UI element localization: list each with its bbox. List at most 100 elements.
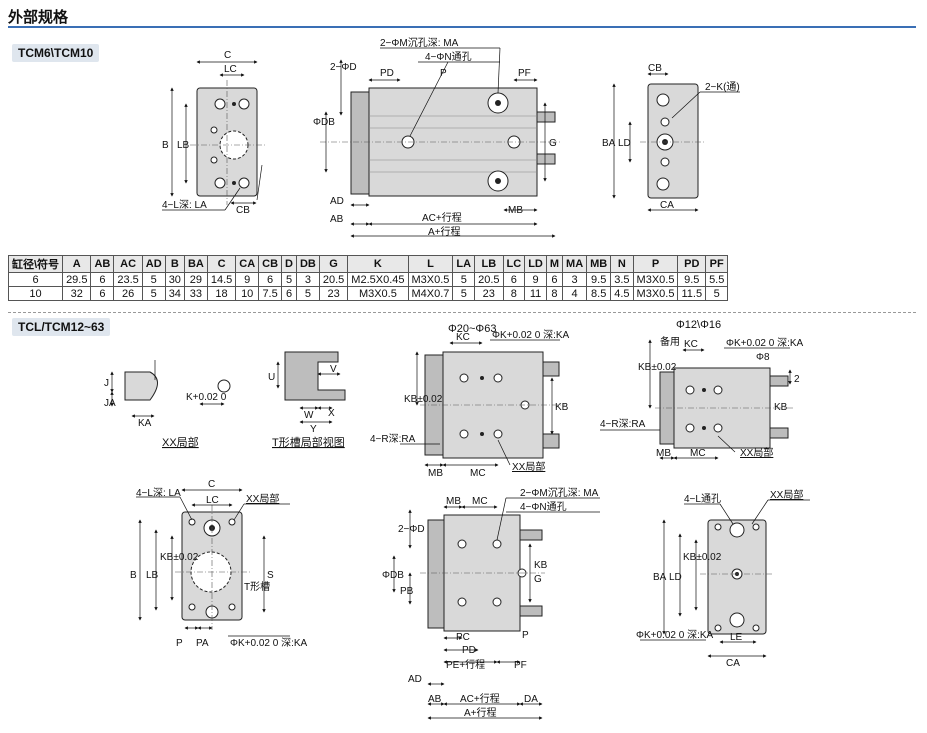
table-cell: 33 — [183, 286, 208, 301]
dim-acs2: AC+行程 — [460, 692, 500, 705]
table-cell: 4.5 — [610, 286, 634, 301]
caption-phi2063: Φ20~Φ63 — [448, 323, 496, 335]
dim-kb2: KB±0.02 — [638, 362, 677, 373]
table-cell: M3X0.5 — [347, 286, 409, 301]
dim-x: X — [328, 408, 335, 419]
table-cell: 23.5 — [113, 272, 143, 287]
bottom-front-view: C LC 4−L深: LA XX局部 B LB KB±0.02 T形槽 S P … — [130, 479, 308, 649]
dim-ad: AD — [330, 196, 344, 207]
detail-xx: J JA KA K+0.02 0 XX局部 — [104, 360, 231, 449]
table-cell: M2.5X0.45 — [347, 272, 409, 287]
caption-phi1216: Φ12\Φ16 — [676, 319, 721, 331]
dim-kc: KC — [456, 332, 470, 343]
dim-kb4: KB±0.02 — [683, 552, 722, 563]
title-underline — [8, 26, 916, 28]
table-cell: 18 — [206, 286, 237, 301]
dim-mc3: MC — [472, 496, 488, 507]
dim-phi8: Φ8 — [756, 352, 770, 363]
dim-2d: 2−ΦD — [330, 62, 357, 73]
dim-lc: LC — [224, 64, 237, 75]
table-cell: 11.5 — [677, 286, 707, 301]
table-header-cell: DB — [295, 255, 320, 273]
dim-xx5: XX局部 — [770, 488, 803, 501]
table-cell: 6 — [281, 286, 297, 301]
dim-ba: BA — [602, 138, 616, 149]
table-cell: 8 — [545, 286, 564, 301]
dim-acs: AC+行程 — [422, 211, 462, 224]
dim-kbs2: KB — [774, 402, 788, 413]
dim-ja: JA — [104, 398, 116, 409]
dim-le: LE — [730, 632, 743, 643]
dim-phika2: ΦK+0.02 0 深:KA — [726, 337, 804, 349]
view-12-16-top: Φ12\Φ16 KC ΦK+0.02 0 深:KA Φ8 KB±0.02 备用 … — [600, 319, 804, 460]
table-header-cell: G — [318, 255, 349, 273]
dim-lb2: LB — [146, 570, 159, 581]
dim-lb: LB — [177, 140, 190, 151]
dim-c2: C — [208, 479, 215, 490]
top-front-view: C LC B LB 4−L深: LA CB — [162, 50, 265, 216]
dim-u: U — [268, 372, 275, 383]
dim-lc2: LC — [206, 495, 219, 506]
dim-mb: MB — [508, 205, 523, 216]
dim-g2: G — [534, 574, 542, 585]
table-cell: 10 — [235, 286, 260, 301]
view-20-63-top: Φ20~Φ63 KC ΦK+0.02 0 深:KA KB±0.02 KB 4−R… — [370, 323, 570, 479]
dim-pa: PA — [196, 638, 209, 649]
table-header-cell: LD — [524, 255, 547, 273]
table-header-cell: AC — [113, 255, 143, 273]
dim-pes: PE+行程 — [446, 658, 485, 671]
caption-tslot: T形槽局部视图 — [272, 435, 345, 449]
dim-xx3: XX局部 — [740, 446, 773, 459]
dim-ld: LD — [618, 138, 631, 149]
dim-ka: KA — [138, 418, 152, 429]
dim-tc: T形槽 — [244, 580, 270, 593]
dim-phika: ΦK+0.02 0 深:KA — [492, 329, 570, 341]
table-cell: M3X0.5 — [632, 286, 679, 301]
dim-ca: CA — [660, 200, 674, 211]
dim-kbs: KB — [555, 402, 569, 413]
dim-p: P — [440, 68, 447, 79]
dim-phin2: 4−ΦN通孔 — [520, 501, 567, 513]
dim-ba2: BA — [653, 572, 667, 583]
table-header-cell: MA — [562, 255, 588, 273]
dim-mb3: MB — [656, 448, 671, 459]
table-header-cell: AD — [141, 255, 166, 273]
dim-two: 2 — [794, 374, 800, 385]
table-cell: 30 — [164, 272, 185, 287]
dim-2k: 2−K(通) — [705, 81, 740, 93]
dim-gz: 备用 — [660, 335, 680, 348]
table-cell: 5 — [141, 286, 166, 301]
table-cell: 29 — [183, 272, 208, 287]
table-header-cell: LA — [452, 255, 476, 273]
detail-tslot: U V W X Y T形槽局部视图 — [268, 351, 346, 449]
dim-xx2: XX局部 — [512, 460, 545, 473]
table-cell: 10 — [7, 286, 64, 301]
dim-pb: PB — [400, 586, 414, 597]
table-header-cell: C — [206, 255, 237, 273]
table-header-cell: PD — [677, 255, 707, 273]
dim-kb: KB±0.02 — [404, 394, 443, 405]
table-cell: 8.5 — [586, 286, 612, 301]
dim-4l: 4−L深: LA — [162, 199, 207, 211]
model-label-top: TCM6\TCM10 — [12, 44, 100, 62]
bottom-rear-view: 4−L通孔 XX局部 BA LD KB±0.02 ΦK+0.02 0 深:KA … — [636, 488, 810, 669]
dim-j: J — [104, 378, 109, 389]
dim-kc2: KC — [684, 339, 698, 350]
dim-da: DA — [524, 694, 538, 705]
dim-phika4: ΦK+0.02 0 深:KA — [636, 629, 714, 641]
top-rear-view: CB 2−K(通) BA LD CA — [602, 63, 740, 212]
top-side-view: 2−ΦM沉孔深: MA 4−ΦN通孔 PD P PF 2−ΦD ΦDB G AD… — [313, 36, 560, 238]
table-cell: 32 — [62, 286, 92, 301]
dim-ad2: AD — [408, 674, 422, 685]
dim-cb: CB — [236, 205, 250, 216]
dim-phin: 4−ΦN通孔 — [425, 51, 472, 63]
dim-db: ΦDB — [313, 117, 335, 128]
dim-phika3: ΦK+0.02 0 深:KA — [230, 637, 308, 649]
table-header-cell: D — [281, 255, 297, 273]
table-header-cell: LB — [474, 255, 504, 273]
dim-pd: PD — [380, 68, 394, 79]
page-title: 外部规格 — [8, 9, 69, 26]
